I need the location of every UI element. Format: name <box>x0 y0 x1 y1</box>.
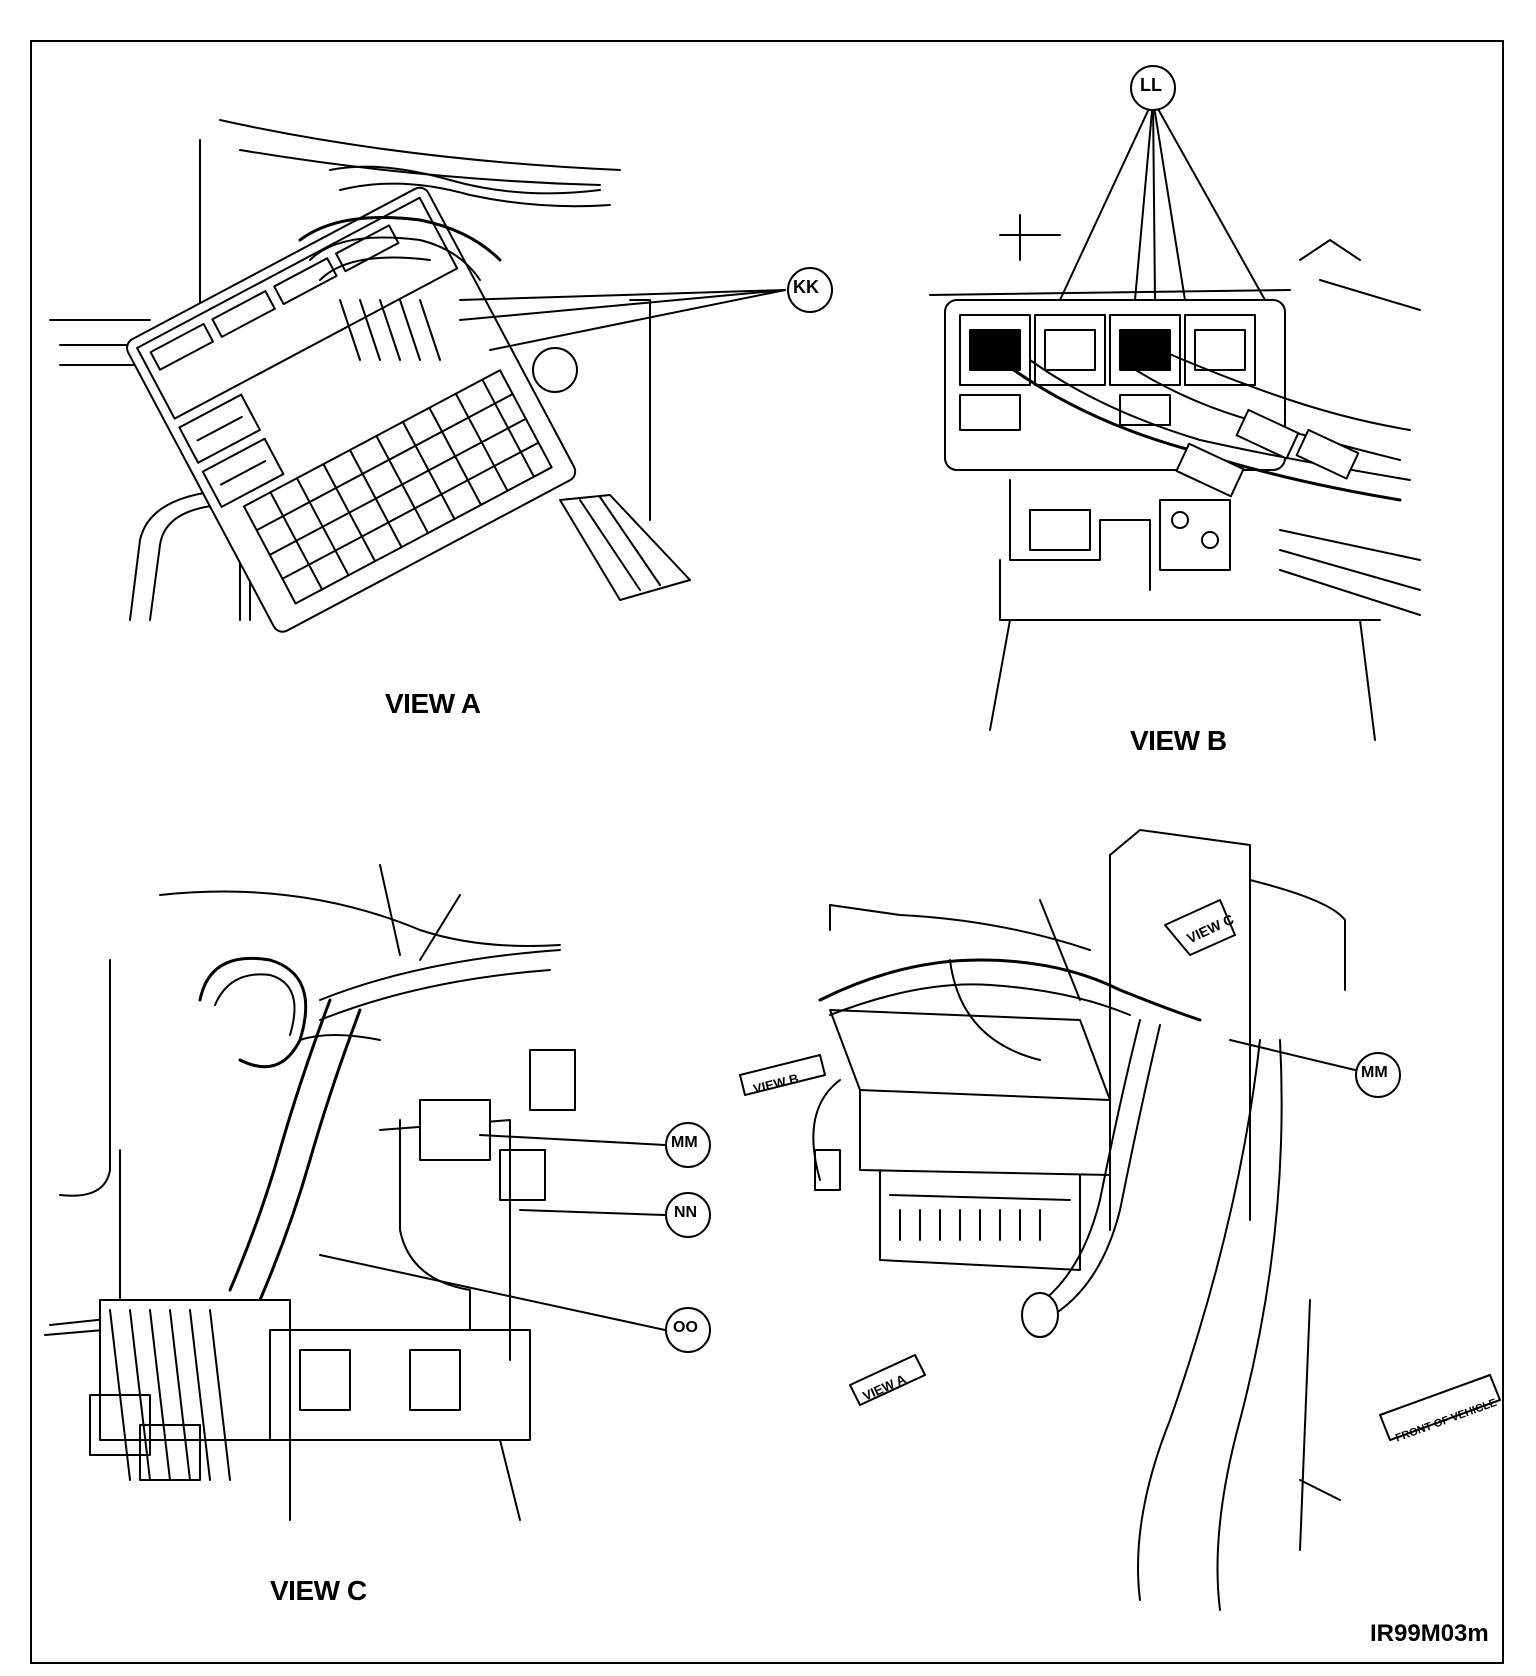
diagram-frame <box>30 40 1504 1664</box>
callout-kk: KK <box>793 277 819 297</box>
callout-ll: LL <box>1140 75 1162 95</box>
callout-mm-main: MM <box>1361 1064 1388 1081</box>
callout-nn: NN <box>674 1204 698 1221</box>
view-c-label: VIEW C <box>270 1575 367 1606</box>
view-b-label: VIEW B <box>1130 725 1227 756</box>
view-c-illustration <box>44 864 711 1521</box>
view-a-illustration <box>49 119 833 633</box>
figure-code: IR99M03m <box>1370 1620 1489 1647</box>
main-overview-illustration: VIEW C VIEW B VIEW A FRONT OF VEHICLE <box>739 829 1501 1611</box>
view-a-label: VIEW A <box>385 688 481 719</box>
callout-oo: OO <box>673 1319 698 1336</box>
callout-mm-view-c: MM <box>671 1134 698 1151</box>
view-b-illustration <box>929 65 1421 741</box>
